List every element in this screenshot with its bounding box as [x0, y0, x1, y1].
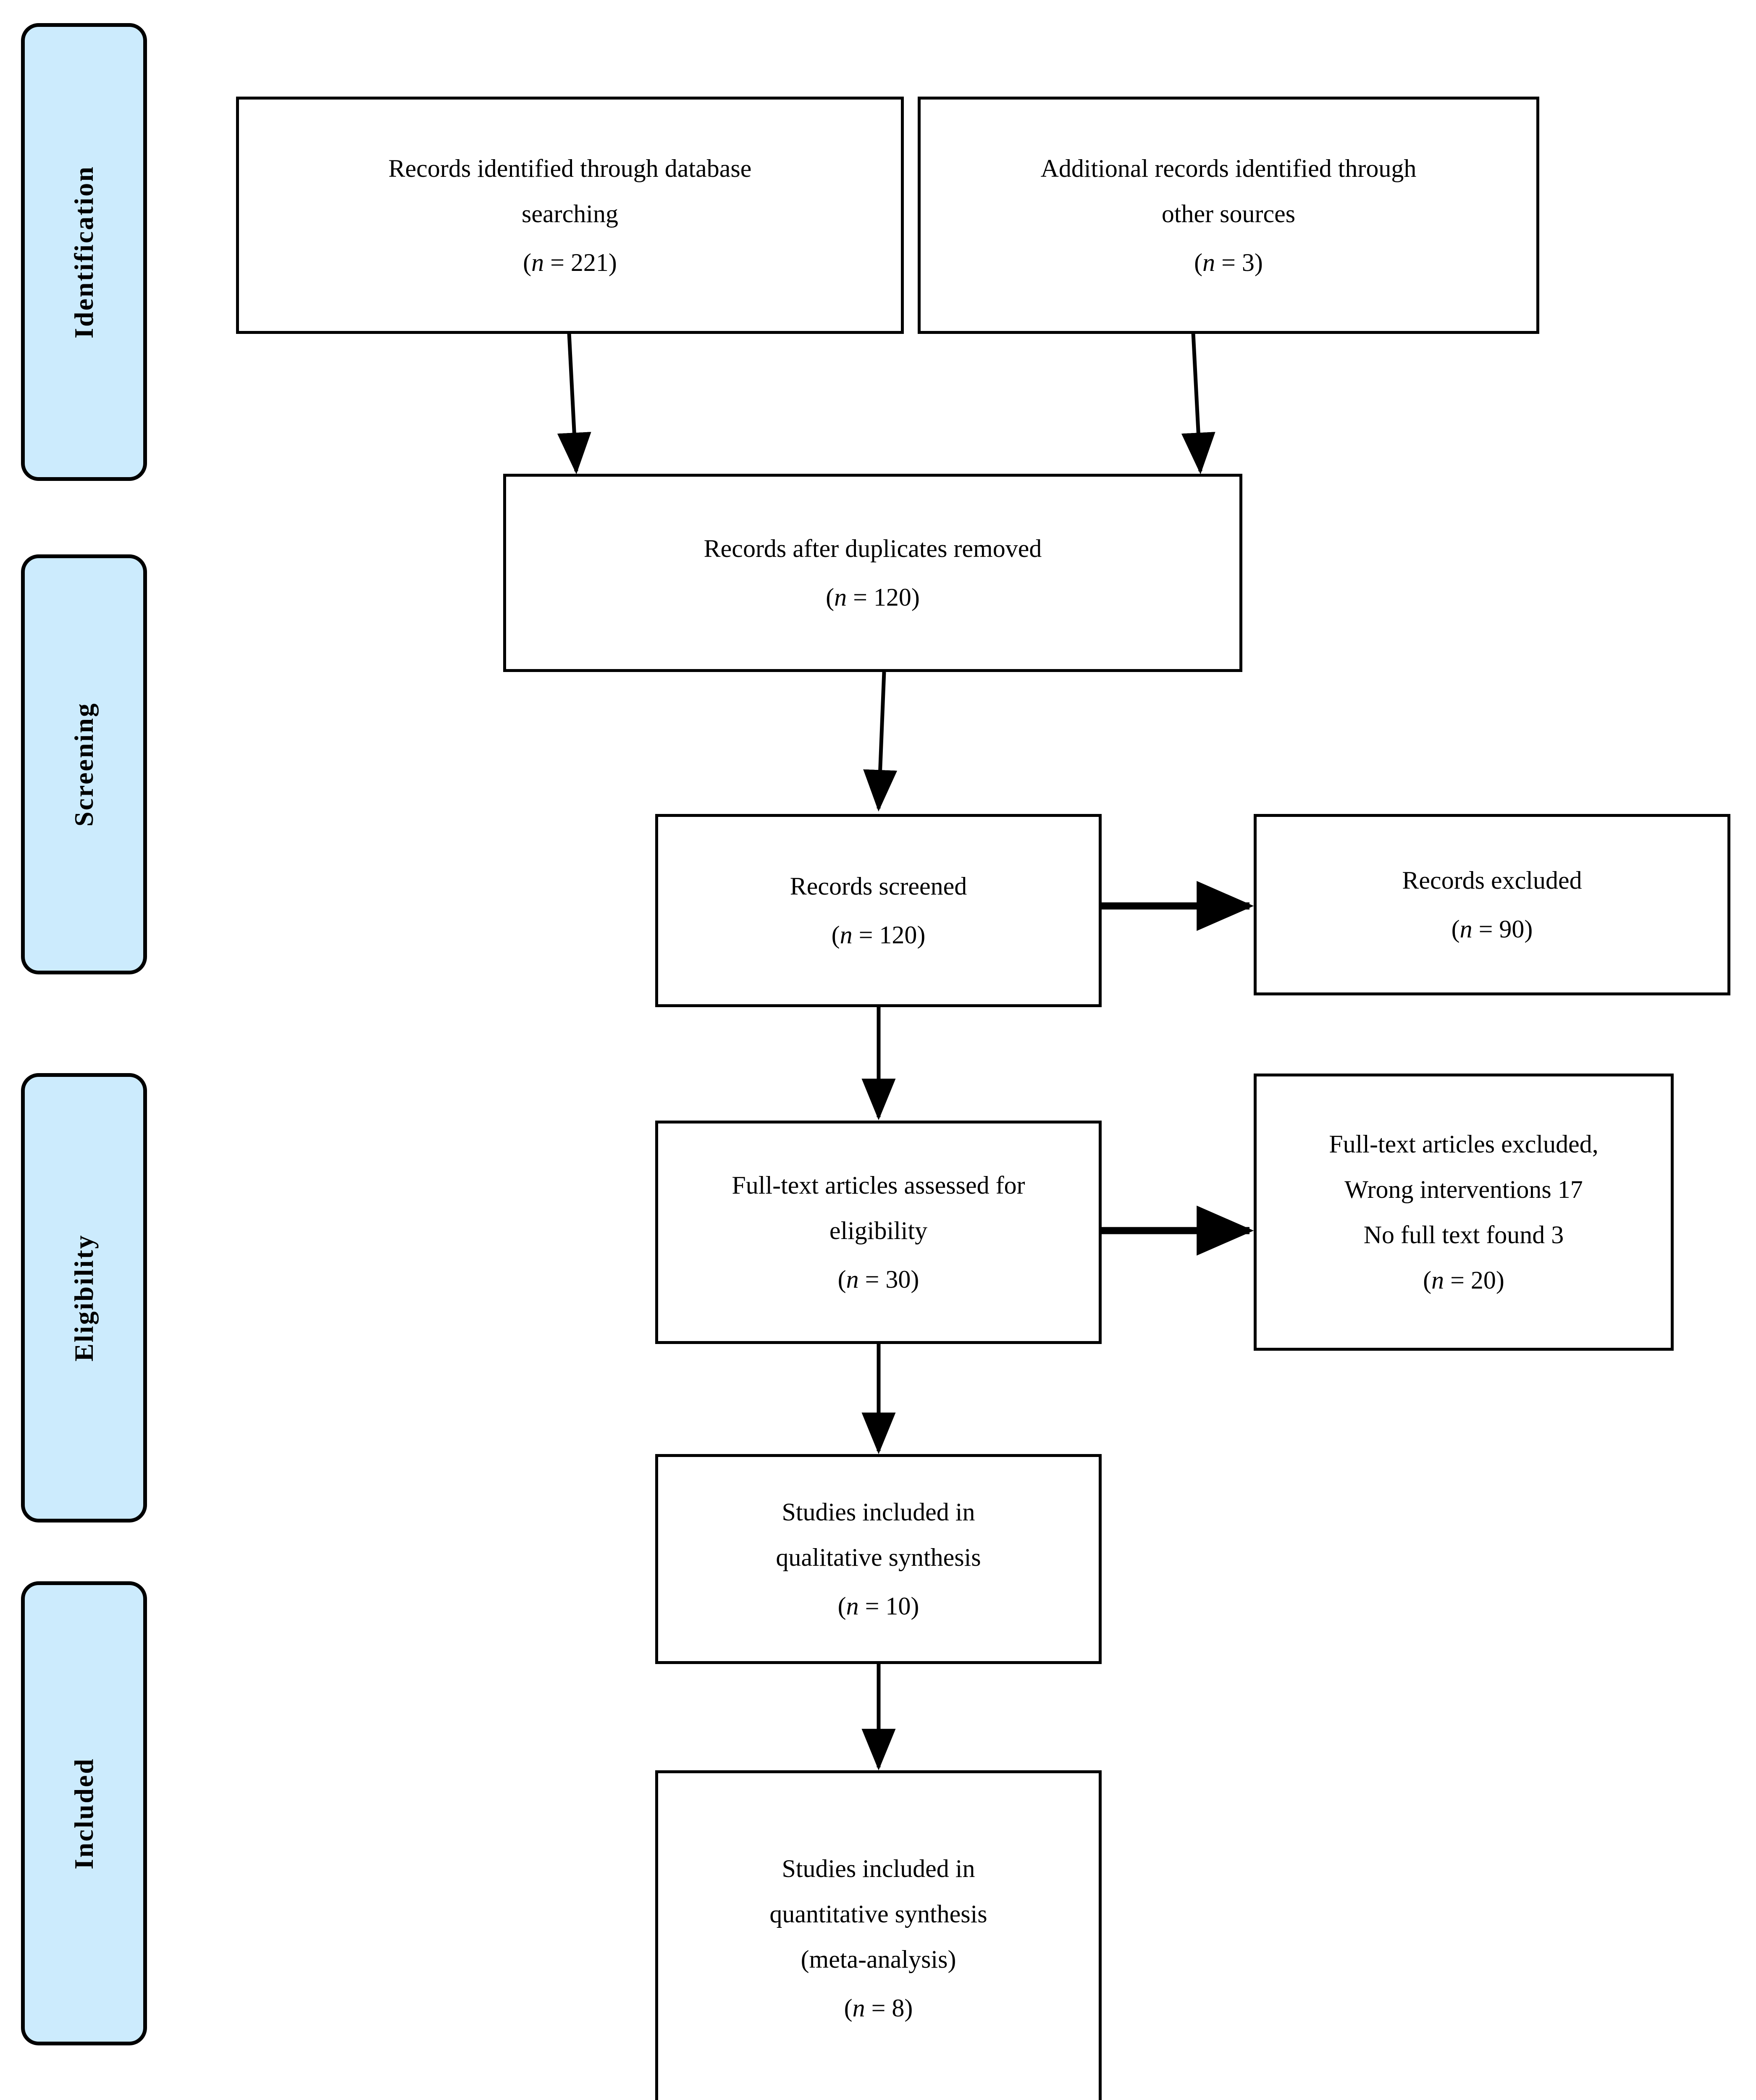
- box-line-2: eligibility: [829, 1217, 928, 1244]
- box-line-1: Records screened: [790, 872, 967, 900]
- box-line-2: other sources: [1161, 200, 1296, 228]
- box-count: (n = 3): [1194, 248, 1263, 276]
- box-line-1: Additional records identified through: [1040, 154, 1417, 182]
- box-count-value: 90: [1499, 915, 1525, 943]
- box-count: (n = 221): [523, 248, 617, 276]
- box-line-2: searching: [522, 200, 618, 228]
- box-studies-qualitative: Studies included in qualitative synthesi…: [655, 1454, 1102, 1664]
- box-records-after-duplicates: Records after duplicates removed (n = 12…: [503, 474, 1242, 672]
- phase-pill-eligibility: Eligibility: [21, 1073, 147, 1522]
- box-count-value: 8: [892, 1994, 905, 2022]
- box-records-screened: Records screened (n = 120): [655, 814, 1102, 1007]
- box-count: (n = 90): [1451, 915, 1533, 943]
- connector-other-to-duplicates: [1181, 333, 1215, 475]
- box-count-value: 10: [885, 1592, 911, 1620]
- box-line-1: Studies included in: [782, 1855, 975, 1882]
- phase-pill-included: Included: [21, 1581, 147, 2045]
- box-line-2: qualitative synthesis: [776, 1544, 981, 1571]
- connector-db-to-duplicates: [557, 333, 591, 475]
- box-count-value: 120: [873, 583, 911, 611]
- box-fulltext-assessed: Full-text articles assessed for eligibil…: [655, 1121, 1102, 1344]
- box-records-identified-other: Additional records identified through ot…: [918, 97, 1539, 334]
- phase-label-included: Included: [69, 1757, 99, 1869]
- box-count: (n = 30): [837, 1265, 919, 1293]
- connector-duplicates-to-screened: [863, 672, 898, 812]
- phase-label-screening: Screening: [69, 702, 99, 827]
- box-count: (n = 10): [837, 1592, 919, 1620]
- phase-label-identification: Identification: [69, 165, 99, 339]
- phase-pill-identification: Identification: [21, 23, 147, 481]
- box-count: (n = 20): [1423, 1266, 1504, 1294]
- box-line-1: Full-text articles assessed for: [732, 1171, 1025, 1199]
- box-fulltext-excluded: Full-text articles excluded, Wrong inter…: [1254, 1074, 1674, 1351]
- box-count-value: 221: [570, 248, 609, 276]
- box-line-1: Records identified through database: [388, 154, 752, 182]
- box-records-excluded: Records excluded (n = 90): [1254, 814, 1730, 995]
- box-count-value: 20: [1470, 1266, 1496, 1294]
- box-count: (n = 120): [826, 583, 920, 611]
- box-line-3: No full text found 3: [1363, 1221, 1564, 1249]
- box-line-1: Records excluded: [1402, 866, 1582, 894]
- box-count: (n = 120): [831, 921, 926, 949]
- box-count-value: 120: [879, 921, 917, 949]
- box-line-3: (meta-analysis): [801, 1945, 956, 1973]
- box-line-2: quantitative synthesis: [769, 1900, 987, 1928]
- box-line-1: Full-text articles excluded,: [1329, 1130, 1599, 1158]
- box-count: (n = 8): [844, 1994, 913, 2022]
- box-line-2: Wrong interventions 17: [1344, 1176, 1583, 1203]
- box-line-1: Records after duplicates removed: [703, 535, 1042, 562]
- phase-pill-screening: Screening: [21, 554, 147, 974]
- box-count-value: 30: [885, 1265, 911, 1293]
- box-studies-quantitative: Studies included in quantitative synthes…: [655, 1770, 1102, 2100]
- box-records-identified-database: Records identified through database sear…: [236, 97, 904, 334]
- phase-label-eligibility: Eligibility: [69, 1234, 99, 1362]
- box-line-1: Studies included in: [782, 1498, 975, 1526]
- box-count-value: 3: [1242, 248, 1255, 276]
